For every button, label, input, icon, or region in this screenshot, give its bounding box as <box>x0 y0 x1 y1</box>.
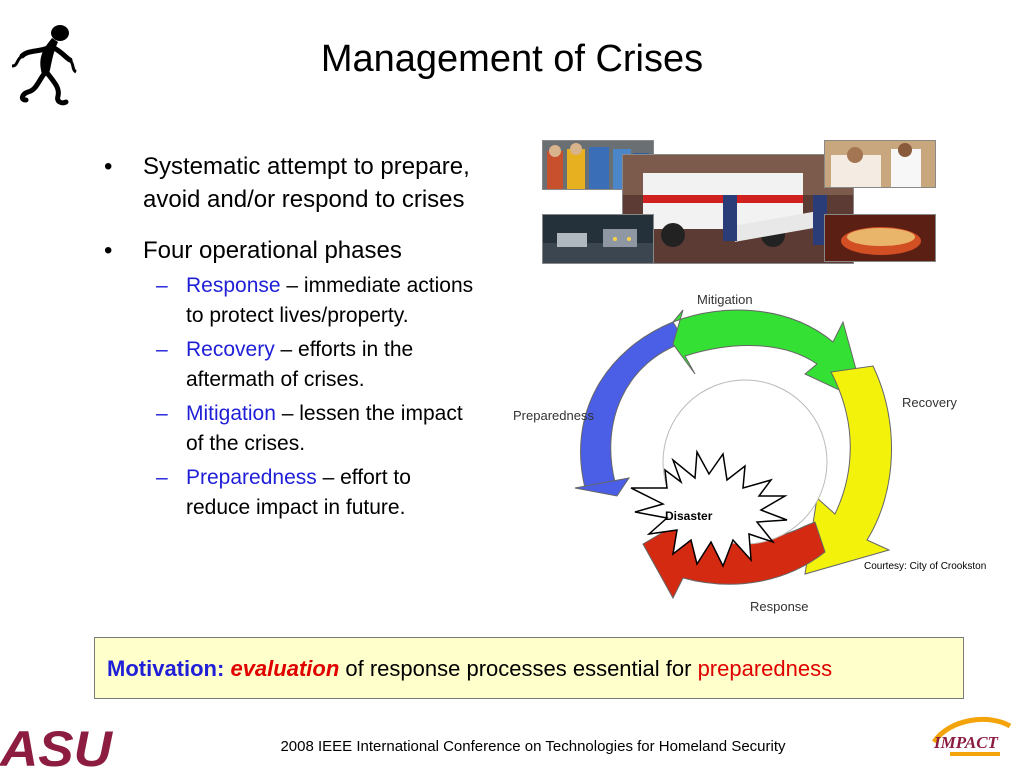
phase-item-mitigation: – Mitigation – lessen the impact of the … <box>100 399 480 459</box>
crisis-cycle-diagram: Disaster Mitigation Recovery Preparednes… <box>513 292 957 614</box>
motivation-middle: of response processes essential for <box>339 656 698 681</box>
phase-desc: – efforts in the aftermath of crises. <box>186 338 414 391</box>
phase-desc: – effort to reduce impact in future. <box>186 466 411 519</box>
bullet-list: • Systematic attempt to prepare, avoid a… <box>100 150 480 527</box>
phase-desc: – lessen the impact of the crises. <box>186 402 463 455</box>
mitigation-label: Mitigation <box>697 292 753 307</box>
motivation-colon: : <box>217 656 231 681</box>
recovery-arc <box>804 365 892 575</box>
phase-item-response: – Response – immediate actions to protec… <box>100 271 480 331</box>
phase-name: Mitigation <box>186 402 276 425</box>
motivation-box: Motivation: evaluation of response proce… <box>94 637 964 699</box>
bullet-text: Systematic attempt to prepare, avoid and… <box>143 153 470 213</box>
bullet-text: Four operational phases <box>143 237 402 264</box>
bullet-marker: • <box>104 153 113 180</box>
preparedness-arrow-tip <box>574 477 631 497</box>
dash-marker: – <box>156 274 168 297</box>
motivation-label: Motivation <box>107 656 217 681</box>
response-label: Response <box>750 599 809 614</box>
phase-desc: – immediate actions to protect lives/pro… <box>186 274 474 327</box>
bullet-marker: • <box>104 237 113 264</box>
dash-marker: – <box>156 402 168 425</box>
traffic-night-photo <box>542 214 654 264</box>
ambulance-photo <box>622 154 854 264</box>
image-credit: Courtesy: City of Crookston <box>864 561 987 572</box>
mitigation-arc <box>671 309 866 403</box>
running-figure-icon <box>11 25 77 106</box>
phase-name: Recovery <box>186 338 275 361</box>
phase-item-preparedness: – Preparedness – effort to reduce impact… <box>100 463 480 523</box>
dash-marker: – <box>156 466 168 489</box>
impact-logo-text: IMPACT <box>933 733 999 752</box>
emergency-photo-collage <box>542 138 936 264</box>
disaster-label: Disaster <box>665 509 713 523</box>
asu-logo: ASU <box>0 721 114 768</box>
phase-name: Response <box>186 274 281 297</box>
motivation-emphasis: evaluation <box>230 656 340 681</box>
motivation-end: preparedness <box>697 656 833 681</box>
hazard-sign-photo <box>824 214 936 262</box>
impact-logo: IMPACT <box>931 717 1012 756</box>
dash-marker: – <box>156 338 168 361</box>
phase-item-recovery: – Recovery – efforts in the aftermath of… <box>100 335 480 395</box>
footer-conference: 2008 IEEE International Conference on Te… <box>280 738 786 755</box>
bullet-item: • Four operational phases <box>100 234 480 267</box>
phase-name: Preparedness <box>186 466 317 489</box>
asu-logo-text: ASU <box>0 721 114 768</box>
disaster-starburst <box>630 449 788 568</box>
hospital-photo <box>824 140 936 188</box>
slide-title: Management of Crises <box>320 38 704 80</box>
preparedness-label: Preparedness <box>513 408 594 423</box>
recovery-label: Recovery <box>902 395 957 410</box>
bullet-item: • Systematic attempt to prepare, avoid a… <box>100 150 480 216</box>
